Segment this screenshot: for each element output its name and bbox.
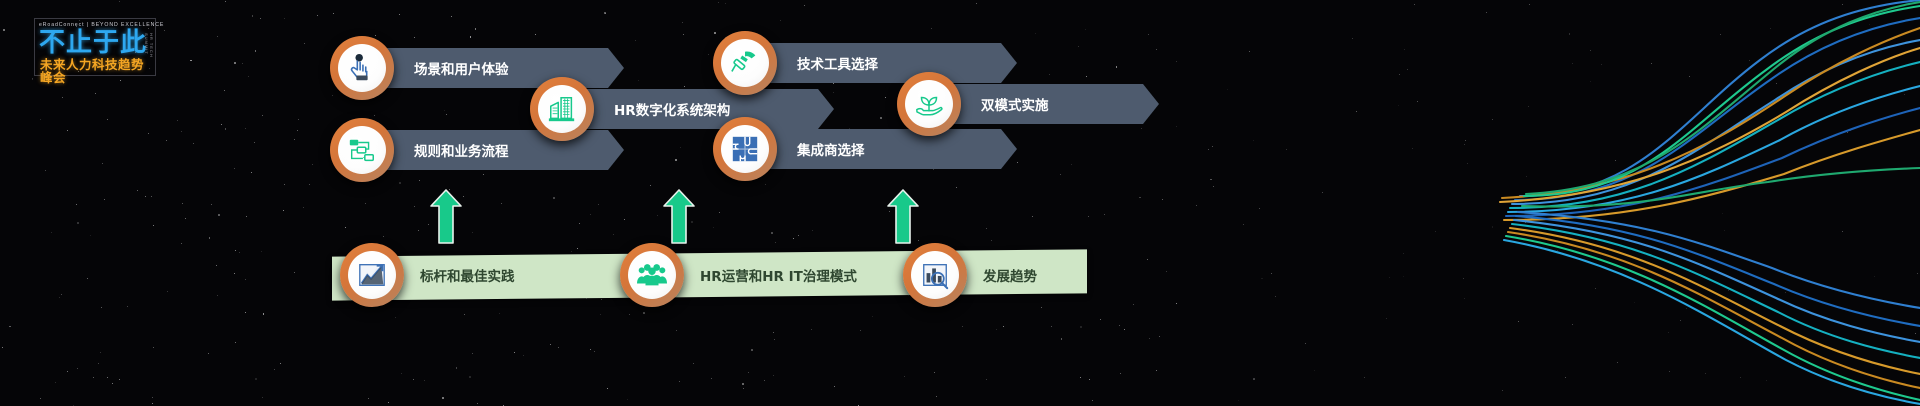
chip-label-dual-mode: 双模式实施 [981,98,1049,114]
hammer-icon [731,51,756,72]
foundation-label-hr-ops: HR运营和HR IT治理模式 [700,269,857,285]
chip-integrator[interactable]: 集成商选择 [769,129,1017,169]
badge-hr-architecture [530,77,594,141]
hand-click-icon [350,53,368,81]
chip-hr-architecture[interactable]: HR数字化系统架构 [586,89,834,129]
event-logo: eRoadConnect | BEYOND EXCELLENCE 不止于此 未来… [34,18,165,83]
chip-label-tech-tools: 技术工具选择 [797,57,878,73]
badge-dual-mode [897,72,961,136]
chip-label-rules-process: 规则和业务流程 [414,144,509,160]
badge-benchmark [340,243,404,307]
up-arrow-2 [663,189,695,244]
logo-tagline: eRoadConnect | BEYOND EXCELLENCE [39,22,165,28]
people-group-icon [637,264,667,286]
badge-tech-tools [713,31,777,95]
flow-node-tech-tools[interactable]: 技术工具选择 [713,31,1017,95]
chip-scene-ux[interactable]: 场景和用户体验 [386,48,624,88]
logo-subtitle: 未来人力科技趋势峰会 [40,57,145,85]
flow-node-integrator[interactable]: 集成商选择 [713,117,1017,181]
chip-rules-process[interactable]: 规则和业务流程 [386,130,624,170]
flowchart-icon [349,139,374,162]
flow-node-rules-process[interactable]: 规则和业务流程 [330,118,624,182]
puzzle-icon [732,136,758,162]
logo-main-title: 不止于此 [39,28,148,58]
badge-rules-process [330,118,394,182]
badge-scene-ux [330,36,394,100]
foundation-item-benchmark[interactable]: 标杆和最佳实践 [340,243,515,307]
growth-chart-icon [359,264,385,286]
chart-search-icon [923,264,949,290]
chip-label-hr-architecture: HR数字化系统架构 [614,103,731,119]
chip-dual-mode[interactable]: 双模式实施 [953,84,1159,124]
light-streaks-graphic [1498,0,1920,406]
flow-node-dual-mode[interactable]: 双模式实施 [897,72,1159,136]
foundation-item-trends[interactable]: 发展趋势 [903,243,1037,307]
badge-trends [903,243,967,307]
foundation-label-benchmark: 标杆和最佳实践 [420,269,515,285]
logo-frame [34,18,156,76]
foundation-label-trends: 发展趋势 [983,269,1037,285]
up-arrow-3 [887,189,919,244]
buildings-icon [548,97,575,122]
up-arrow-1 [430,189,462,244]
chip-label-integrator: 集成商选择 [797,143,865,159]
hand-plant-icon [916,96,943,116]
chip-tech-tools[interactable]: 技术工具选择 [769,43,1017,83]
flow-node-hr-architecture[interactable]: HR数字化系统架构 [530,77,834,141]
logo-side-text: HR TECH SUMMIT [144,33,154,58]
badge-integrator [713,117,777,181]
badge-hr-ops [620,243,684,307]
flow-node-scene-ux[interactable]: 场景和用户体验 [330,36,624,100]
chip-label-scene-ux: 场景和用户体验 [414,62,509,78]
foundation-item-hr-ops[interactable]: HR运营和HR IT治理模式 [620,243,857,307]
